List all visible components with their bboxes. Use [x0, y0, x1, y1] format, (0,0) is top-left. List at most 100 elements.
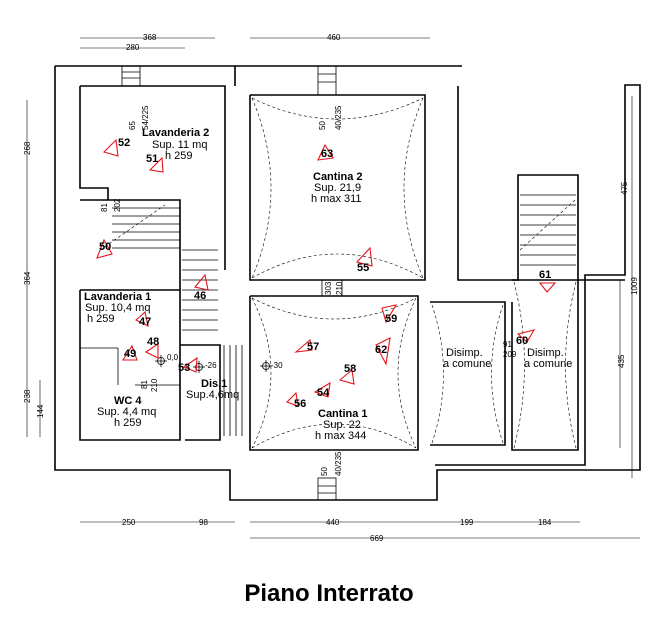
passage-303 [321, 279, 343, 297]
room-area: Sup. 11 mq [152, 139, 207, 151]
room-note: a comune [443, 358, 491, 370]
dim-460: 460 [327, 33, 341, 42]
wall-inner-right-top [457, 86, 625, 281]
dim-81-a: 81 [100, 203, 109, 212]
photo-point-arrow-icon [516, 329, 536, 343]
level-markers [155, 355, 272, 373]
dim-54-225: 54/225 [141, 105, 150, 130]
shaft-top-mid [317, 65, 337, 96]
dim-144: 144 [36, 404, 45, 418]
photo-point-label: 47 [139, 316, 151, 328]
photo-point-label: 60 [516, 335, 528, 347]
wall-cantina2 [249, 94, 426, 281]
room-note: a comune [524, 358, 572, 370]
dim-40-235-b: 40/235 [334, 451, 343, 476]
photo-point-arrow-icon [135, 310, 149, 328]
room-height: h 259 [114, 417, 142, 429]
room-name: Cantina 1 [318, 408, 368, 420]
level-minus-30: -30 [271, 361, 283, 370]
photo-point-arrow-icon [121, 344, 138, 361]
photo-point-label: 63 [321, 148, 333, 160]
dimension-labels: 368 280 460 268 364 238 144 475 1009 435… [23, 33, 639, 543]
dim-184: 184 [538, 518, 552, 527]
photo-point-arrow-icon [338, 368, 355, 385]
stair-dis [223, 345, 243, 436]
photo-point-arrow-icon [317, 143, 334, 161]
photo-point-arrow-icon [182, 356, 198, 373]
room-name: Disimp. [527, 347, 564, 359]
photo-point-label: 49 [124, 348, 136, 360]
photo-point-label: 59 [385, 313, 397, 325]
room-height: h max 344 [315, 430, 366, 442]
photo-point-arrow-icon [194, 273, 209, 291]
dim-364: 364 [23, 271, 32, 285]
room-name: Dis.1 [201, 378, 227, 390]
photo-point-label: 62 [375, 344, 387, 356]
dim-98: 98 [199, 518, 208, 527]
room-area: Sup. 22 [323, 419, 361, 431]
photo-point-arrow-icon [355, 246, 373, 267]
page-title: Piano Interrato [244, 580, 414, 607]
wall-cantina1 [249, 295, 419, 451]
photo-point-label: 57 [307, 341, 319, 353]
level-minus-26: -26 [205, 361, 217, 370]
stair-lav [112, 207, 180, 249]
dim-50-b: 50 [320, 467, 329, 476]
dim-202: 202 [113, 198, 122, 212]
room-name: Lavanderia 2 [142, 127, 209, 139]
wall-disimp-b [511, 279, 579, 451]
photo-point-label: 58 [344, 363, 356, 375]
room-area: Sup.4,6mq [186, 389, 239, 401]
photo-point-label: 46 [194, 290, 206, 302]
photo-point-arrow-icon [148, 156, 164, 173]
room-area: Sup. 21,9 [314, 182, 361, 194]
dim-209: 209 [503, 350, 517, 359]
room-area: Sup. 4,4 mq [97, 406, 156, 418]
dim-669: 669 [370, 534, 384, 543]
wall-dis1 [180, 344, 221, 441]
photo-point-arrow-icon [538, 282, 557, 293]
wall-outer-left [55, 65, 236, 86]
dim-475: 475 [620, 181, 629, 195]
dim-81-b: 81 [140, 380, 149, 389]
photo-point-label: 53 [178, 362, 190, 374]
photo-point-arrow-icon [375, 337, 391, 366]
floor-plan: 368 280 460 268 364 238 144 475 1009 435… [23, 33, 641, 543]
photo-point-arrow-icon [144, 342, 159, 359]
room-height: h 259 [87, 313, 115, 325]
room-name: Cantina 2 [313, 171, 363, 183]
room-name: Disimp. [446, 347, 483, 359]
photo-point-label: 55 [357, 262, 369, 274]
wall-wc [79, 289, 181, 441]
wall-lav1 [80, 199, 181, 290]
shaft-top-left [121, 65, 141, 87]
dim-50-a: 50 [318, 121, 327, 130]
photo-point-label: 54 [317, 387, 330, 399]
photo-point-label: 51 [146, 153, 158, 165]
room-height: h 259 [165, 150, 193, 162]
photo-point-arrow-icon [313, 381, 331, 398]
dim-440: 440 [326, 518, 340, 527]
dim-250: 250 [122, 518, 136, 527]
photo-point-label: 61 [539, 269, 551, 281]
dim-280: 280 [126, 43, 140, 52]
photo-point-arrow-icon [294, 338, 313, 353]
vaults [251, 97, 577, 449]
photo-point-label: 52 [118, 137, 130, 149]
dimension-lines [26, 37, 640, 539]
photo-point-arrow-icon [381, 304, 398, 324]
room-labels: Lavanderia 2 Sup. 11 mq h 259 Cantina 2 … [84, 127, 572, 442]
dim-91: 91 [503, 340, 512, 349]
shaft-bottom [317, 477, 337, 501]
photo-point-arrow-icon [286, 391, 299, 407]
dim-210-a: 210 [335, 281, 344, 295]
photo-point-arrow-icon [96, 238, 113, 259]
room-height: h max 311 [311, 193, 362, 205]
wall-left [54, 66, 641, 501]
dim-65: 65 [128, 121, 137, 130]
dim-40-235-a: 40/235 [334, 105, 343, 130]
wall-inner-left [79, 86, 109, 200]
dim-238: 238 [23, 389, 32, 403]
photo-point-label: 48 [147, 336, 159, 348]
level-0-0: 0,0 [167, 353, 179, 362]
